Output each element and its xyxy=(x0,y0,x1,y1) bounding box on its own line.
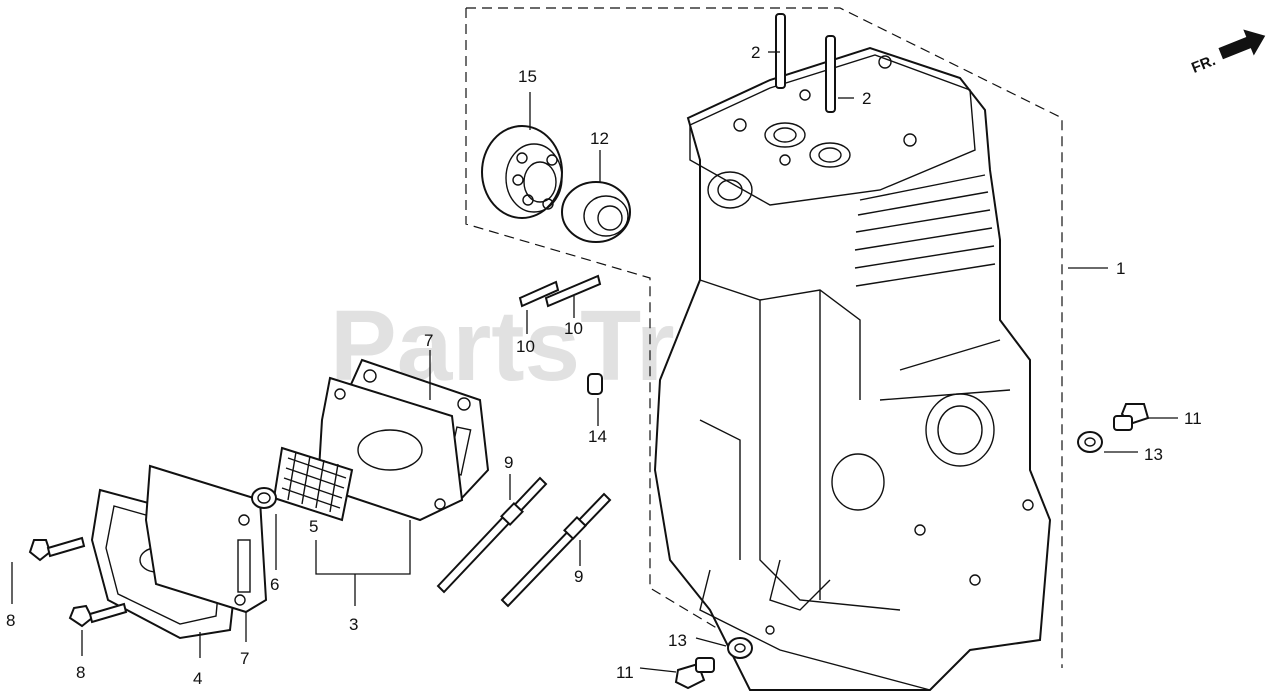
callout-13-right: 13 xyxy=(1144,445,1163,464)
cylinder-studs xyxy=(775,13,836,113)
sealing-washer-right xyxy=(1077,431,1103,453)
oil-seal xyxy=(561,181,631,243)
front-direction-indicator: FR. xyxy=(1189,29,1266,77)
filter-element xyxy=(272,446,354,522)
pin xyxy=(587,373,603,395)
callout-5: 5 xyxy=(309,517,318,536)
assembly-boundary xyxy=(465,7,1063,691)
leader-lines xyxy=(11,51,1178,673)
long-studs xyxy=(436,476,612,608)
callout-7-lower: 7 xyxy=(240,649,249,668)
callout-9-lower: 9 xyxy=(574,567,583,586)
callout-11-right: 11 xyxy=(1184,409,1202,428)
dowel-pins xyxy=(518,274,602,308)
callout-8-bottom: 8 xyxy=(76,663,85,682)
callout-15: 15 xyxy=(518,67,537,86)
callout-7-upper: 7 xyxy=(424,331,433,350)
callout-2-right: 2 xyxy=(862,89,871,108)
callout-1: 1 xyxy=(1116,259,1125,278)
arrow-right-icon xyxy=(1218,29,1266,60)
callout-10-left: 10 xyxy=(516,337,535,356)
callout-2-left: 2 xyxy=(751,43,760,62)
callout-4: 4 xyxy=(193,669,202,688)
callout-13-bottom: 13 xyxy=(668,631,687,650)
sealing-washer-bottom xyxy=(727,637,753,659)
callout-14: 14 xyxy=(588,427,607,446)
insulator-gasket-front xyxy=(316,376,464,522)
screw-upper xyxy=(28,536,86,562)
callout-3: 3 xyxy=(349,615,358,634)
callout-12: 12 xyxy=(590,129,609,148)
crankcase-cylinder-block xyxy=(653,46,1052,691)
drain-bolt-right xyxy=(1113,403,1150,431)
callout-6: 6 xyxy=(270,575,279,594)
front-label: FR. xyxy=(1189,52,1218,77)
screw-lower xyxy=(68,602,128,628)
callout-8-left: 8 xyxy=(6,611,15,630)
callout-11-bottom: 11 xyxy=(616,663,634,682)
ball-bearing xyxy=(481,125,563,219)
callout-labels: 1 2 2 3 4 5 6 7 7 8 8 9 9 10 10 11 11 12… xyxy=(6,43,1202,688)
collar xyxy=(251,487,277,509)
callout-10-right: 10 xyxy=(564,319,583,338)
drain-bolt-bottom xyxy=(674,657,715,690)
callout-9-upper: 9 xyxy=(504,453,513,472)
